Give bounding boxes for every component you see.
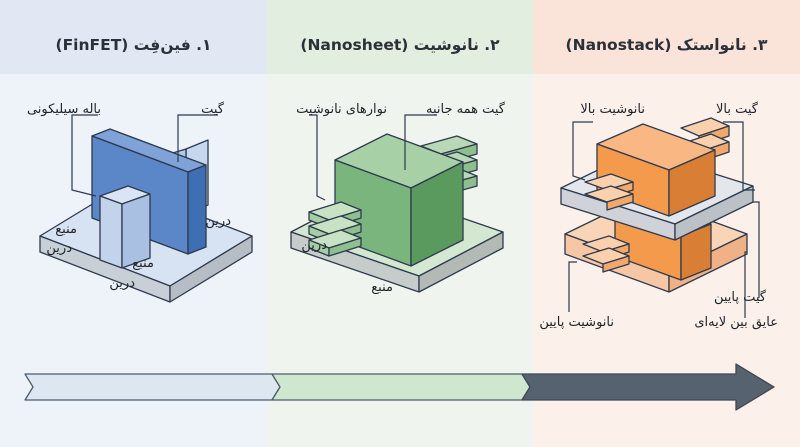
panel-header: ۳. نانواستک (Nanostack)	[533, 0, 800, 74]
label-top-gate: گیت بالا	[715, 102, 758, 117]
panel-nanostack: ۳. نانواستک (Nanostack)	[533, 0, 800, 447]
panel-title: ۱. فین‌فِت (FinFET)	[55, 36, 212, 54]
fin-leader	[71, 114, 98, 197]
bottom-sheet-leader	[568, 261, 577, 312]
top-sheet-leader	[572, 121, 593, 181]
arrow-segment-1	[24, 373, 281, 401]
panel-title: ۳. نانواستک (Nanostack)	[565, 36, 768, 54]
isolator-leader	[744, 251, 747, 318]
label-bottom-sheet: نانوشیت پایین	[539, 315, 614, 330]
label-drain: درین	[301, 238, 327, 253]
panel-finfet: ۱. فین‌فِت (FinFET)	[0, 0, 267, 447]
arrow-segment-3	[521, 363, 775, 411]
finfet-illustration	[39, 114, 253, 303]
panel-title: ۲. نانوشیت (Nanosheet)	[300, 36, 500, 54]
nanosheet-illustration	[290, 114, 504, 293]
label-source-upper: منبع	[55, 222, 77, 237]
label-drain-lower: درین	[109, 276, 135, 291]
gate-leader	[177, 114, 218, 162]
label-source-lower: منبع	[132, 256, 154, 271]
nanostack-illustration	[560, 117, 760, 318]
arrow-segment-2	[271, 373, 531, 401]
label-gate: گیت	[201, 102, 224, 117]
panel-header: ۲. نانوشیت (Nanosheet)	[267, 0, 533, 74]
gaa-leader	[404, 114, 437, 170]
label-isolator: عایق بین لایه‌ای	[694, 315, 778, 330]
top-gate-leader	[723, 121, 755, 191]
label-gaa: گیت همه جانبه	[426, 102, 505, 117]
label-drain-upper: درین	[46, 241, 72, 256]
ribbons-leader	[309, 114, 326, 201]
label-source: منبع	[371, 280, 393, 295]
label-bottom-gate: گیت پایین	[713, 290, 766, 305]
label-drain-right: درین	[205, 214, 231, 229]
label-ribbons: نوارهای نانوشیت	[296, 102, 387, 117]
label-fin: باله سیلیکونی	[26, 102, 101, 117]
panel-nanosheet: ۲. نانوشیت (Nanosheet)	[267, 0, 533, 447]
label-top-sheet: نانوشیت بالا	[580, 102, 645, 117]
bottom-gate-leader	[753, 201, 760, 298]
panel-header: ۱. فین‌فِت (FinFET)	[0, 0, 267, 74]
